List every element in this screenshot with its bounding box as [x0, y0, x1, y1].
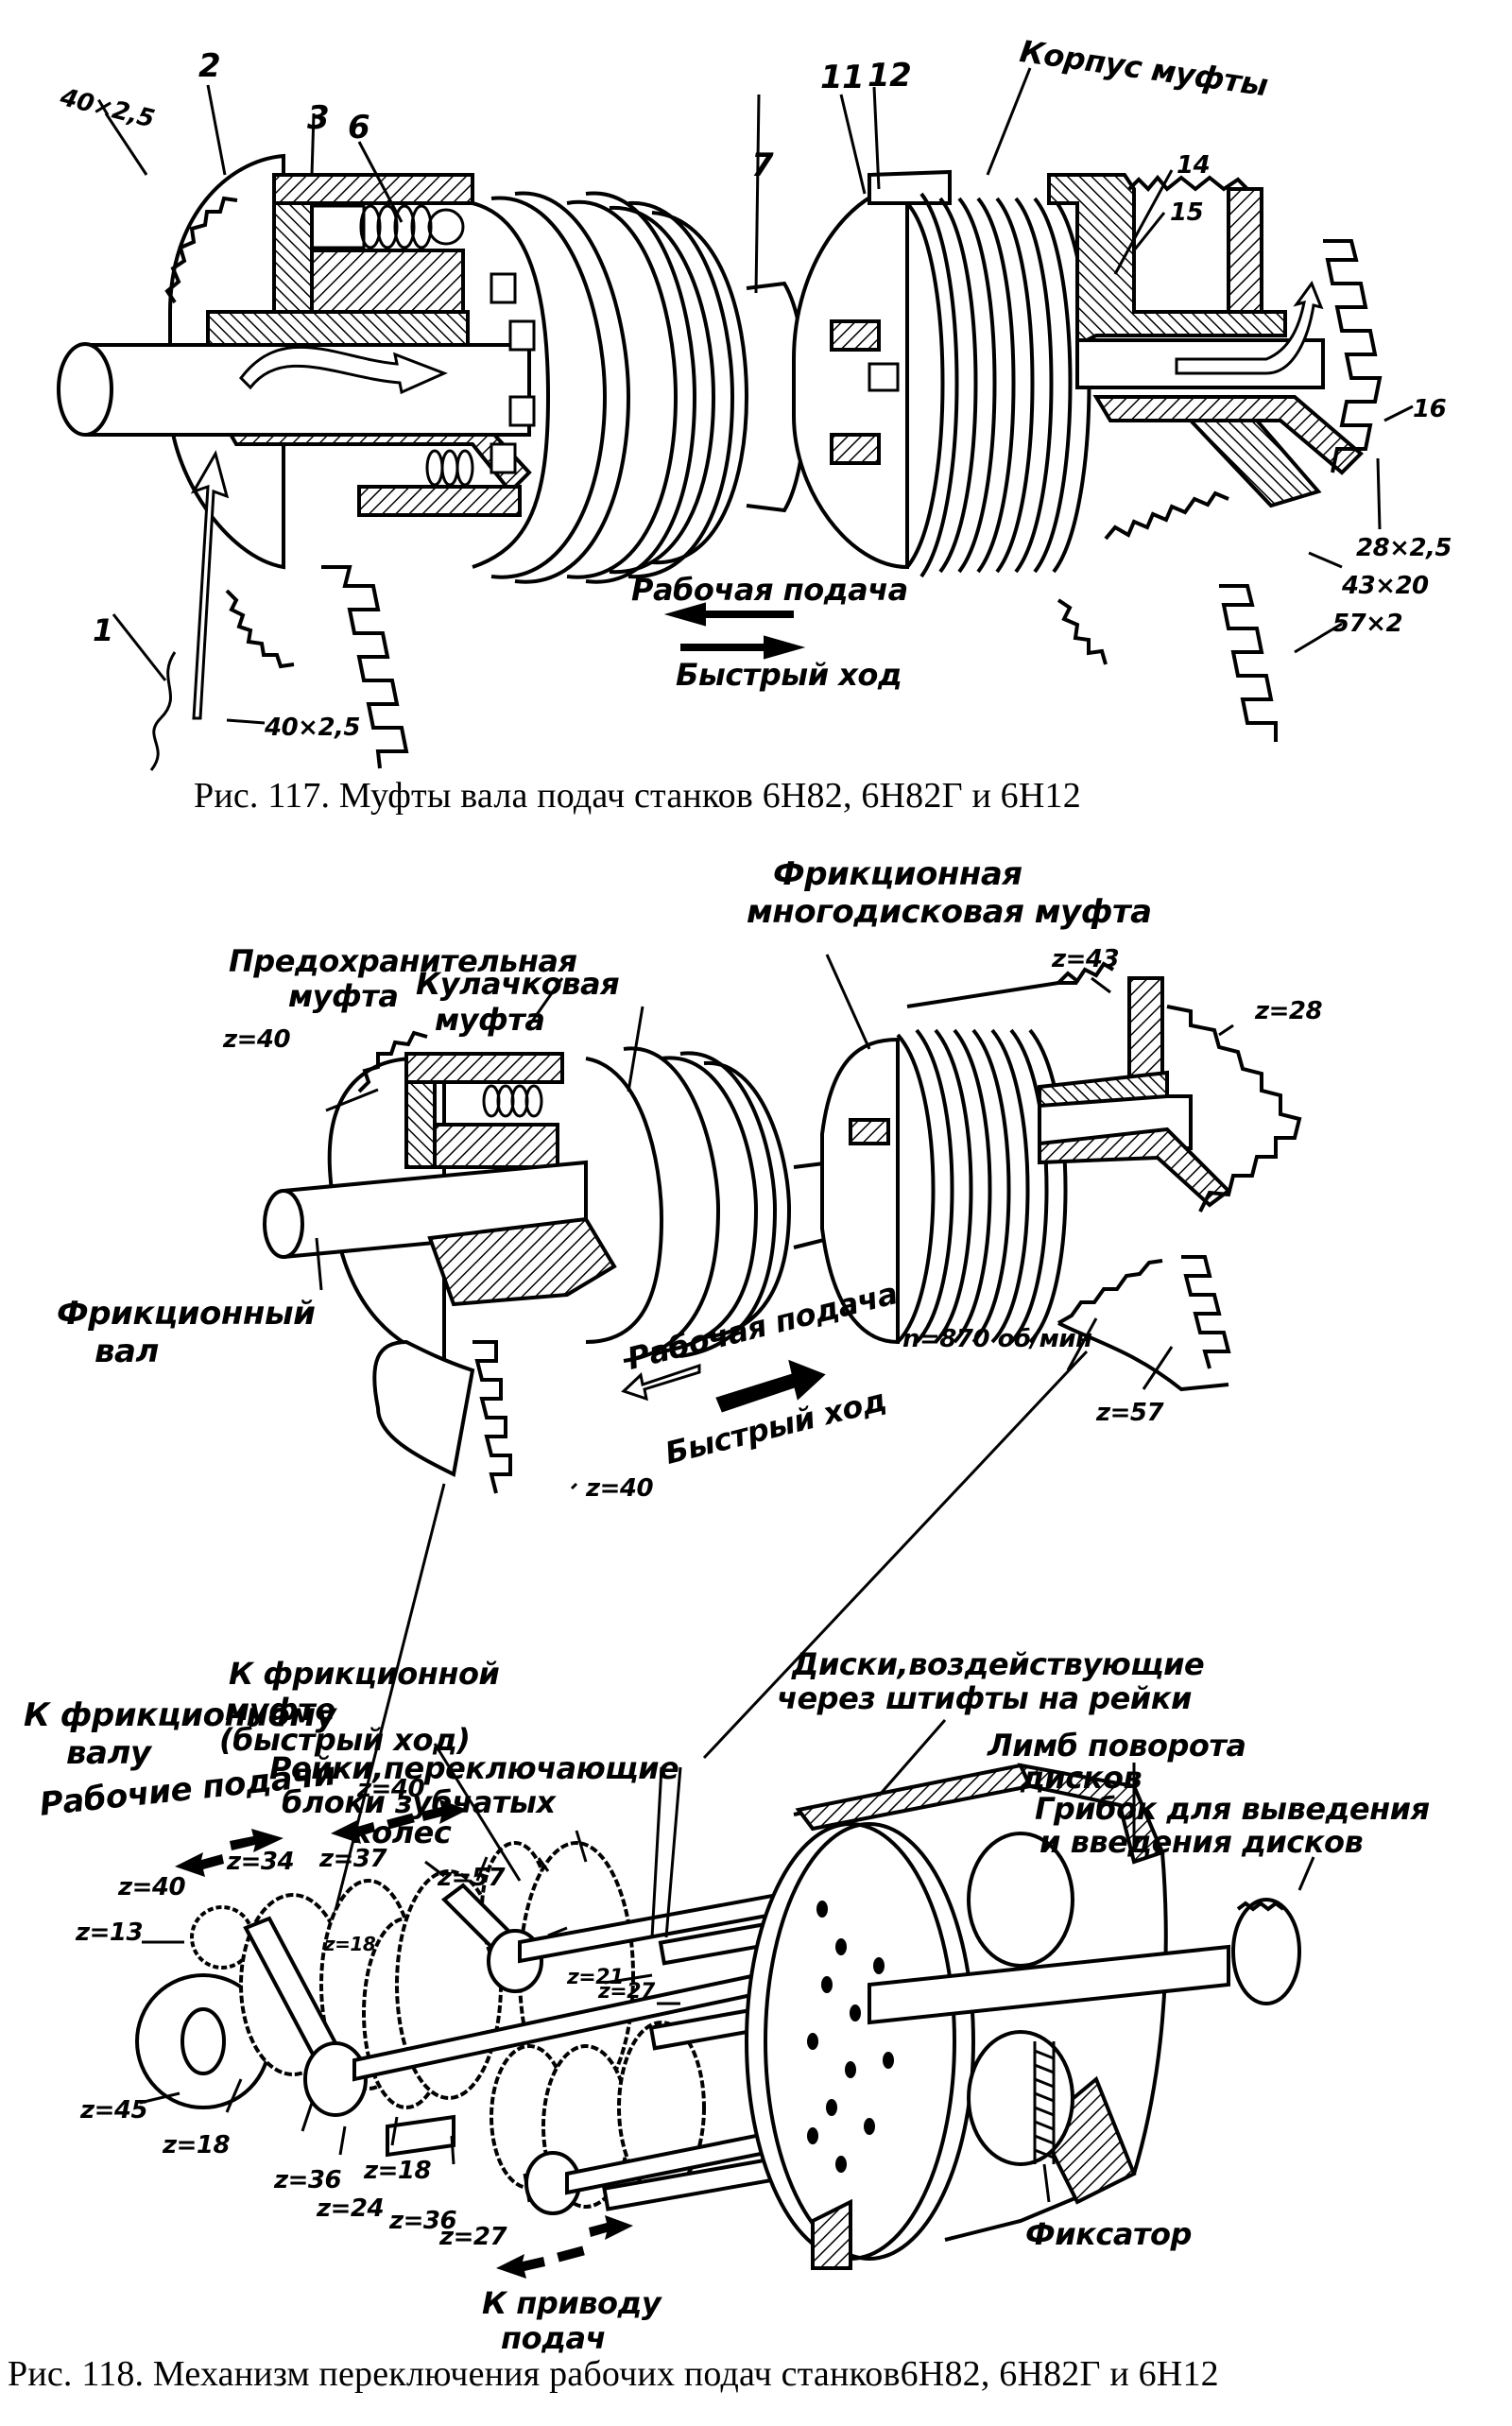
figure-117-caption: Рис. 117. Муфты вала подач станков 6Н82,… [194, 776, 1081, 816]
label-gear-43x20: 43×20 [1342, 572, 1429, 600]
label-z45: z=45 [80, 2096, 148, 2125]
label-part-15: 15 [1170, 198, 1204, 227]
label-racks-line1: Рейки,переключающие [269, 1750, 679, 1786]
fig118-gearbox-drawing [135, 1719, 1315, 2279]
label-to-feed-drive-line1: К приводу [482, 2285, 662, 2321]
label-dial-line1: Лимб поворота [988, 1728, 1246, 1764]
label-part-1: 1 [93, 612, 113, 648]
label-to-friction-shaft-line1: К фрикционному [24, 1696, 336, 1734]
label-z40-a: z=40 [357, 1775, 425, 1803]
label-z43: z=43 [1052, 945, 1120, 973]
label-to-friction-clutch-line1: К фрикционной [229, 1656, 500, 1692]
label-to-friction-shaft-line2: валу [66, 1734, 151, 1772]
figure-118-caption: Рис. 118. Механизм переключения рабочих … [8, 2354, 1219, 2394]
label-gear-28x25: 28×2,5 [1356, 534, 1452, 562]
label-knob-line1: Грибок для выведения [1035, 1791, 1430, 1827]
label-z57: z=57 [438, 1864, 506, 1892]
label-part-14: 14 [1177, 151, 1211, 180]
label-part-12: 12 [868, 57, 912, 95]
label-to-friction-clutch-line3: (быстрый ход) [219, 1722, 471, 1758]
label-working-feed: Рабочая подача [631, 572, 908, 608]
label-z57: z=57 [1096, 1399, 1164, 1427]
label-rapid-traverse: Быстрый ход [676, 657, 902, 693]
label-cam-clutch-line2: муфта [435, 1002, 545, 1038]
label-part-3: 3 [307, 99, 330, 137]
label-z40-bottom: z=40 [586, 1474, 654, 1503]
label-gear-57x2: 57×2 [1332, 610, 1403, 638]
label-part-11: 11 [820, 59, 865, 96]
label-z24: z=24 [317, 2194, 385, 2223]
label-z40-left: z=40 [223, 1025, 291, 1054]
label-part-6: 6 [348, 109, 370, 146]
label-z28: z=28 [1255, 997, 1323, 1025]
label-cam-clutch-line1: Кулачковая [416, 966, 620, 1002]
label-z13: z=13 [76, 1918, 144, 1947]
label-z21: z=21 [567, 1966, 624, 1989]
fig117-drawing [57, 67, 1414, 771]
label-gear-40x25-bottom: 40×2,5 [265, 714, 361, 742]
label-racks-line2: блоки зубчатых [282, 1784, 556, 1820]
label-part-2: 2 [198, 47, 221, 85]
label-z34: z=34 [227, 1848, 295, 1876]
label-friction-multidisc-line2: многодисковая муфта [747, 893, 1152, 931]
label-racks-line3: колес [352, 1815, 452, 1850]
label-z37: z=37 [319, 1845, 387, 1873]
label-knob-line2: и введения дисков [1040, 1824, 1364, 1860]
label-latch: Фиксатор [1025, 2216, 1192, 2252]
label-to-friction-clutch-line2: муфте [225, 1692, 335, 1728]
label-safety-clutch-line2: муфта [288, 978, 399, 1014]
label-z27-b: z=27 [439, 2223, 507, 2251]
label-part-16: 16 [1413, 395, 1447, 423]
label-part-7: 7 [751, 146, 774, 184]
label-rpm: n=870 об/мин [902, 1325, 1092, 1353]
label-discs-line2: через штифты на рейки [777, 1680, 1192, 1716]
label-z36-a: z=36 [274, 2166, 342, 2194]
fig118-clutch-drawing [263, 954, 1302, 1986]
label-to-feed-drive-line2: подач [501, 2320, 607, 2356]
gear-40x25-bottom [225, 565, 409, 769]
label-z18-c: z=18 [364, 2157, 432, 2185]
label-dial-line2: дисков [1021, 1760, 1143, 1796]
label-z40-b: z=40 [118, 1873, 186, 1901]
label-friction-shaft-line1: Фрикционный [57, 1295, 316, 1333]
label-friction-multidisc-line1: Фрикционная [773, 855, 1022, 893]
label-friction-shaft-line2: вал [94, 1333, 159, 1370]
label-z18-b: z=18 [163, 2131, 231, 2159]
label-z27-a: z=27 [598, 1980, 655, 2004]
label-z36-b: z=36 [389, 2207, 457, 2235]
label-safety-clutch-line1: Предохранительная [229, 943, 577, 979]
label-z18-a: z=18 [324, 1933, 376, 1955]
label-discs-line1: Диски,воздействующие [792, 1646, 1205, 1682]
